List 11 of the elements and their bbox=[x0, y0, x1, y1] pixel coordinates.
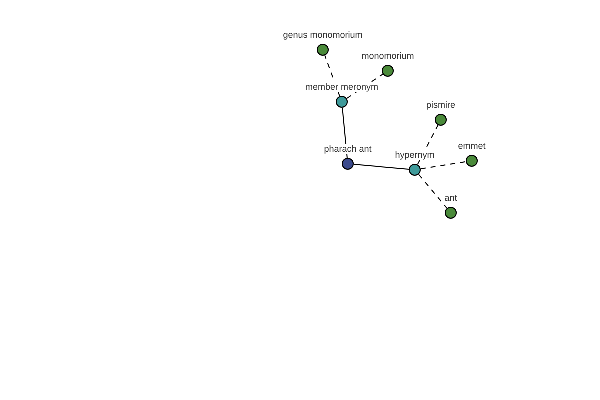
dashed-connector bbox=[418, 174, 448, 209]
node-label: pharach ant bbox=[323, 144, 373, 154]
node-label: hypernym bbox=[394, 150, 436, 160]
node-label: monomorium bbox=[360, 51, 416, 61]
node-label: genus monomorium bbox=[282, 30, 364, 40]
node-label: emmet bbox=[457, 141, 487, 151]
connector-line bbox=[353, 164, 410, 170]
node-label: member meronym bbox=[304, 82, 380, 92]
node-label: ant bbox=[444, 193, 458, 203]
dashed-connector bbox=[420, 161, 467, 170]
node-label: pismire bbox=[425, 100, 456, 110]
